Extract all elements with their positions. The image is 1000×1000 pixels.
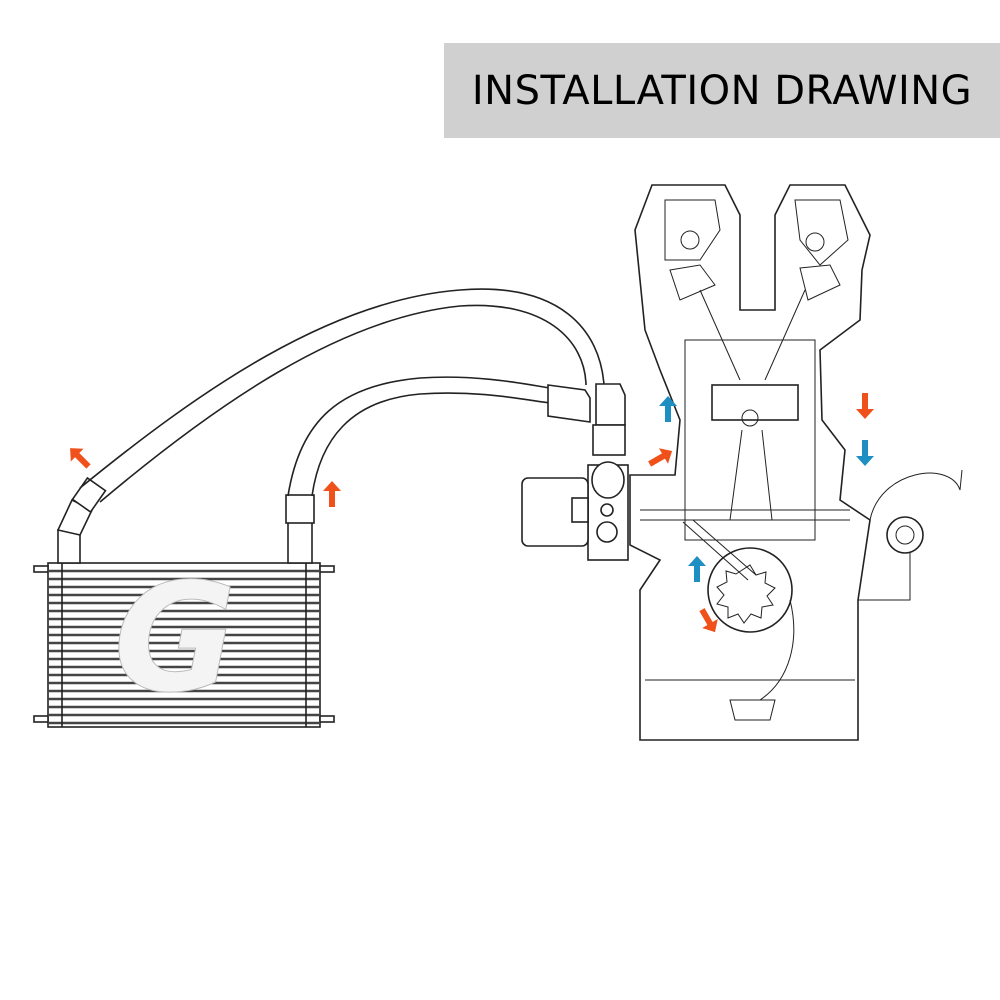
flow-arrow-icon (70, 448, 91, 469)
oil-hose-top-icon (79, 288, 605, 503)
cooler-fitting-left-icon (56, 476, 107, 564)
flow-arrow-icon (659, 396, 677, 422)
flow-arrow-icon (323, 481, 341, 507)
title-banner: INSTALLATION DRAWING (444, 43, 1000, 138)
flow-arrow-icon (699, 608, 718, 633)
flow-arrow-icon (856, 393, 874, 419)
brand-logo-g: G (113, 552, 236, 726)
flow-arrows (70, 393, 874, 633)
engine-cross-section-icon (629, 184, 963, 741)
title-text: INSTALLATION DRAWING (471, 67, 973, 114)
oil-cooler-icon: G (33, 552, 335, 728)
oil-hose-bottom-icon (287, 376, 551, 497)
oil-filter-icon (521, 477, 589, 547)
flow-arrow-icon (648, 448, 673, 467)
cooler-fitting-right-icon (285, 494, 315, 564)
flow-arrow-icon (688, 556, 706, 582)
flow-arrow-icon (856, 440, 874, 466)
